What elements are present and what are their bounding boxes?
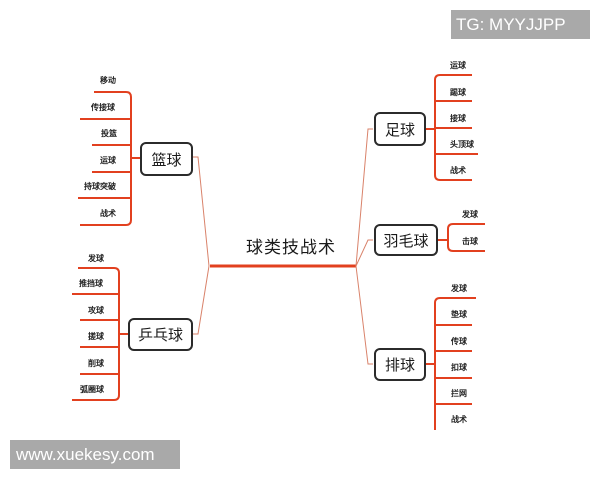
football-item[interactable]: 踢球 xyxy=(450,88,466,97)
badminton-item[interactable]: 击球 xyxy=(462,237,478,246)
central-topic[interactable]: 球类技战术 xyxy=(246,238,336,258)
table-tennis-item[interactable]: 攻球 xyxy=(88,306,104,315)
table-tennis-item[interactable]: 弧圈球 xyxy=(80,385,104,394)
table-tennis-item[interactable]: 发球 xyxy=(88,254,104,263)
table-tennis-item[interactable]: 削球 xyxy=(88,359,104,368)
node-volleyball[interactable]: 排球 xyxy=(374,348,426,381)
badminton-item[interactable]: 发球 xyxy=(462,210,478,219)
node-football[interactable]: 足球 xyxy=(374,112,426,146)
volleyball-item[interactable]: 战术 xyxy=(451,415,467,424)
football-item[interactable]: 接球 xyxy=(450,114,466,123)
table-tennis-item[interactable]: 搓球 xyxy=(88,332,104,341)
football-item[interactable]: 战术 xyxy=(450,166,466,175)
football-item[interactable]: 运球 xyxy=(450,61,466,70)
basketball-item[interactable]: 持球突破 xyxy=(84,182,116,191)
volleyball-item[interactable]: 拦网 xyxy=(451,389,467,398)
basketball-item[interactable]: 战术 xyxy=(100,209,116,218)
volleyball-item[interactable]: 垫球 xyxy=(451,310,467,319)
basketball-item[interactable]: 传接球 xyxy=(91,103,115,112)
node-basketball[interactable]: 篮球 xyxy=(140,142,193,176)
table-tennis-item[interactable]: 推挡球 xyxy=(79,279,103,288)
watermark-top-right: TG: MYYJJPP xyxy=(451,10,590,39)
basketball-item[interactable]: 移动 xyxy=(100,76,116,85)
volleyball-item[interactable]: 传球 xyxy=(451,337,467,346)
basketball-item[interactable]: 投篮 xyxy=(101,129,117,138)
football-item[interactable]: 头顶球 xyxy=(450,140,474,149)
node-badminton[interactable]: 羽毛球 xyxy=(374,224,438,256)
watermark-bottom-left: www.xuekesy.com xyxy=(10,440,180,469)
node-table-tennis[interactable]: 乒乓球 xyxy=(128,318,193,351)
volleyball-item[interactable]: 发球 xyxy=(451,284,467,293)
volleyball-item[interactable]: 扣球 xyxy=(451,363,467,372)
basketball-item[interactable]: 运球 xyxy=(100,156,116,165)
